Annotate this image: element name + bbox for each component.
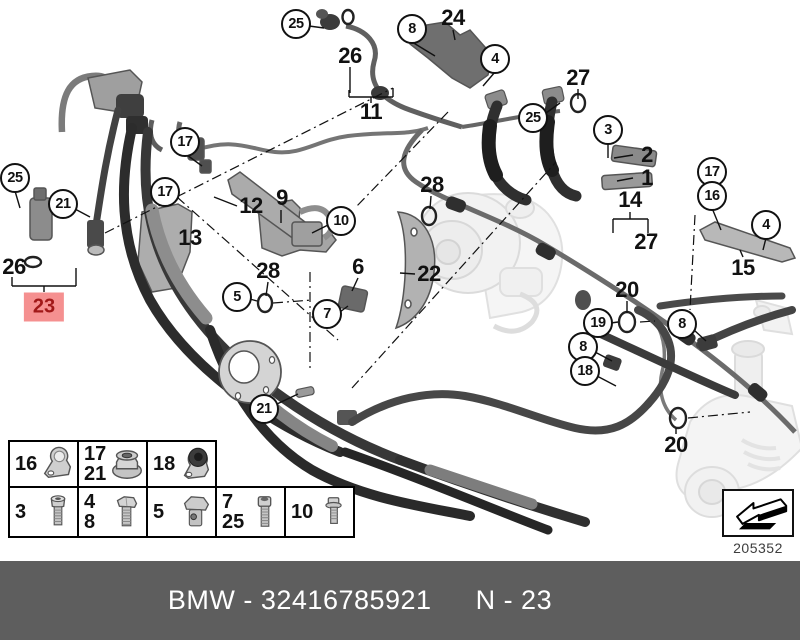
pipe-clamp-icon <box>39 445 77 483</box>
callout-circled-17[interactable]: 17 <box>150 177 180 207</box>
hose-assembly-art <box>87 86 796 535</box>
callout-circled-25[interactable]: 25 <box>518 103 548 133</box>
callout-14[interactable]: 14 <box>618 187 642 212</box>
callout-circled-3[interactable]: 3 <box>593 115 623 145</box>
callout-circled-4[interactable]: 4 <box>480 44 510 74</box>
callout-circled-19[interactable]: 19 <box>583 308 613 338</box>
hex-bolt-icon <box>108 493 146 531</box>
pump-art <box>415 192 564 334</box>
legend-cell-3: 3 <box>8 486 79 538</box>
callout-circled-4[interactable]: 4 <box>751 210 781 240</box>
banjo-bolt-icon <box>177 493 215 531</box>
callout-circled-25[interactable]: 25 <box>0 163 30 193</box>
callout-circled-5[interactable]: 5 <box>222 282 252 312</box>
leader-lines <box>11 25 767 434</box>
legend-cell-numbers: 16 <box>15 452 38 475</box>
callout-28[interactable]: 28 <box>420 172 444 197</box>
legend-cell-numbers: 18 <box>153 452 176 475</box>
cap-screw-icon <box>246 493 284 531</box>
flange-nut-icon <box>108 445 146 483</box>
callout-20[interactable]: 20 <box>664 432 688 457</box>
callout-circled-8[interactable]: 8 <box>397 14 427 44</box>
callout-9[interactable]: 9 <box>276 185 288 210</box>
legend-cell-10: 10 <box>284 486 355 538</box>
callout-circled-10[interactable]: 10 <box>326 206 356 236</box>
legend-cell-18: 18 <box>146 440 217 488</box>
legend-cell-numbers: 5 <box>153 500 165 523</box>
page-ref: N - 23 <box>475 585 553 615</box>
callout-13[interactable]: 13 <box>178 225 202 250</box>
callout-circled-21[interactable]: 21 <box>48 189 78 219</box>
callout-circled-8[interactable]: 8 <box>667 309 697 339</box>
legend-cell-16: 16 <box>8 440 79 488</box>
callout-circled-18[interactable]: 18 <box>570 356 600 386</box>
callout-circled-7[interactable]: 7 <box>312 299 342 329</box>
diagram-artwork <box>11 8 800 535</box>
callout-28[interactable]: 28 <box>256 258 280 283</box>
callout-11[interactable]: 11 <box>359 99 383 124</box>
callout-highlighted-23[interactable]: 23 <box>23 292 65 322</box>
callout-12[interactable]: 12 <box>239 193 263 218</box>
callout-22[interactable]: 22 <box>417 261 441 286</box>
steering-gear-art <box>675 298 800 518</box>
callout-1[interactable]: 1 <box>641 165 653 190</box>
part-number: BMW - 32416785921 <box>167 585 432 615</box>
callout-circled-25[interactable]: 25 <box>281 9 311 39</box>
callout-27[interactable]: 27 <box>634 229 658 254</box>
socket-head-screw-icon <box>39 493 77 531</box>
flange-screw-icon <box>315 493 353 531</box>
callout-circled-17[interactable]: 17 <box>170 127 200 157</box>
legend-cell-numbers: 3 <box>15 500 27 523</box>
drawing-number: 205352 <box>733 540 783 556</box>
view-direction-box <box>722 489 794 537</box>
footer-bar: BMW - 32416785921 N - 23 <box>0 561 800 640</box>
callout-circled-16[interactable]: 16 <box>697 181 727 211</box>
callout-26[interactable]: 26 <box>2 254 26 279</box>
legend-cell-numbers: 10 <box>291 500 314 523</box>
callout-6[interactable]: 6 <box>352 254 364 279</box>
callout-2[interactable]: 2 <box>641 142 653 167</box>
footer-text: BMW - 32416785921 N - 23 <box>168 585 552 616</box>
legend-cell-5: 5 <box>146 486 217 538</box>
callout-15[interactable]: 15 <box>731 255 755 280</box>
view-direction-arrow-icon <box>736 498 788 530</box>
callout-20[interactable]: 20 <box>615 277 639 302</box>
construction-lines <box>104 87 751 419</box>
callout-27[interactable]: 27 <box>566 65 590 90</box>
cushion-clamp-icon <box>177 445 215 483</box>
callout-circled-21[interactable]: 21 <box>249 394 279 424</box>
callout-24[interactable]: 24 <box>441 5 465 30</box>
callout-26[interactable]: 26 <box>338 43 362 68</box>
